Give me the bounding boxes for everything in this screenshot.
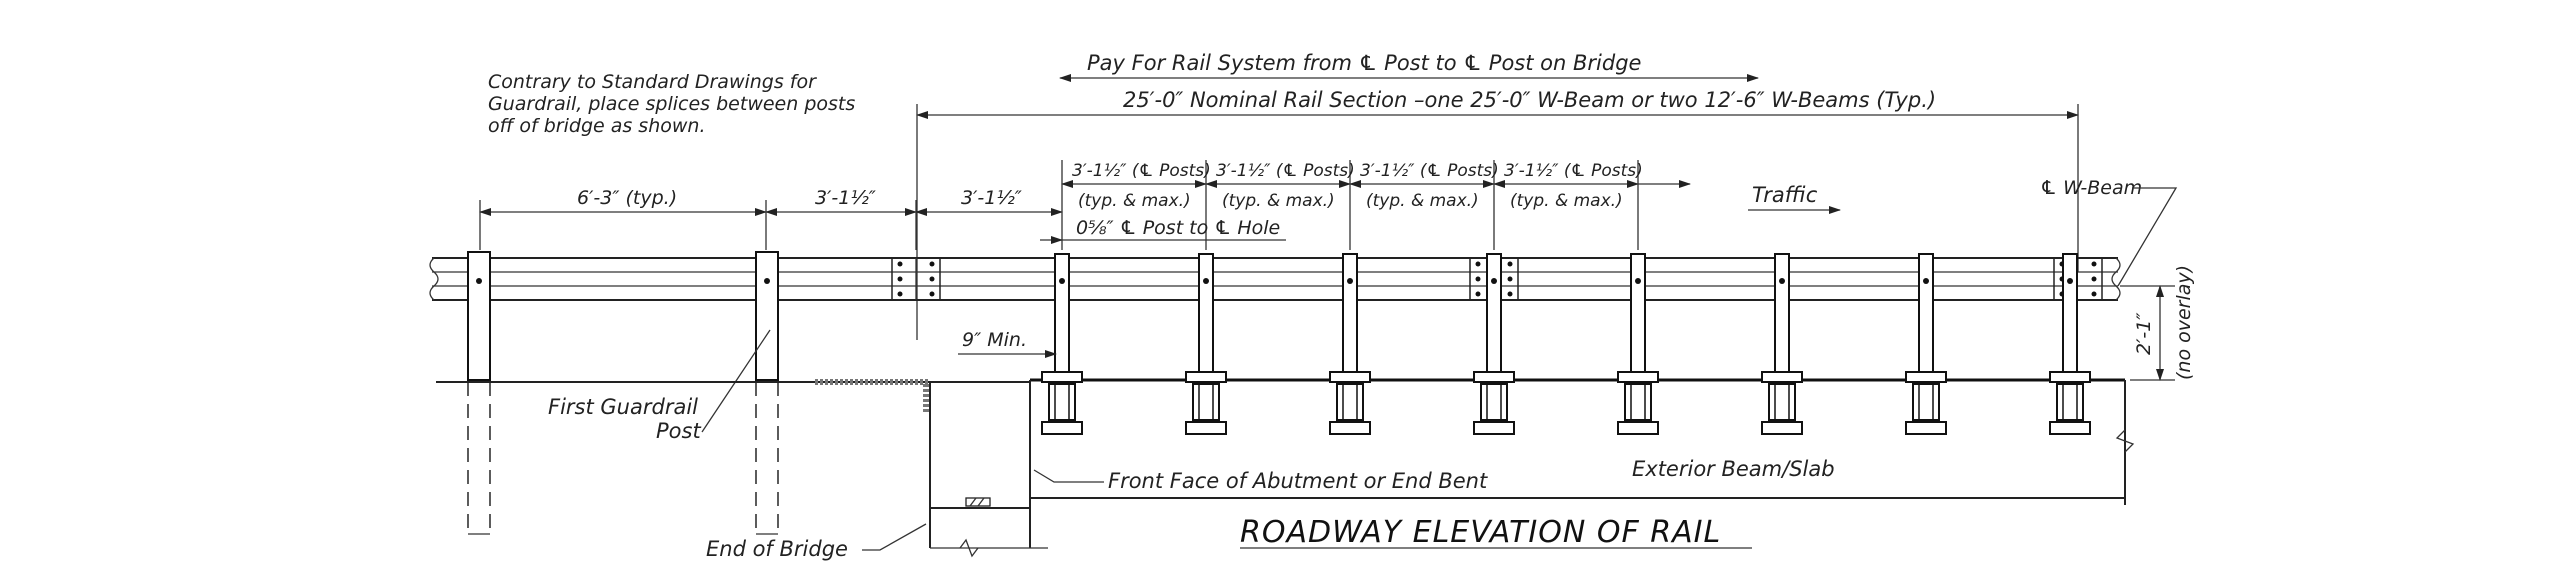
post-bolt	[1059, 278, 1065, 284]
anchor-block	[1048, 383, 1076, 421]
post-shaft	[1486, 253, 1502, 385]
post-shaft	[1774, 253, 1790, 385]
base-plate-top	[1905, 371, 1947, 383]
base-plate-top	[1185, 371, 1227, 383]
base-plate-bottom	[1617, 421, 1659, 435]
base-plate-top	[1761, 371, 1803, 383]
splice-note: Contrary to Standard Drawings for Guardr…	[488, 71, 855, 137]
min-edge-label: 9″ Min.	[962, 329, 1027, 351]
anchor-block	[2056, 383, 2084, 421]
end-of-bridge-callout: End of Bridge	[706, 523, 927, 561]
anchor-block	[1480, 383, 1508, 421]
w-beam-rail	[429, 257, 2121, 301]
cl-wbeam-label: ℄ W-Beam	[2040, 177, 2142, 199]
offset-2-label: 3′-1½″	[961, 187, 1022, 209]
bridge-spacing-1-line2: (typ. & max.)	[1078, 191, 1191, 211]
splice-note-line-1: Contrary to Standard Drawings for	[488, 71, 817, 93]
bridge-spacing-1-line1: 3′-1½″ (℄ Posts)	[1072, 161, 1211, 181]
bridge-post	[1905, 253, 1947, 435]
base-plate-bottom	[2049, 421, 2091, 435]
bridge-spacing-2-line2: (typ. & max.)	[1222, 191, 1335, 211]
end-of-bridge-label: End of Bridge	[706, 537, 848, 561]
post-shaft	[1198, 253, 1214, 385]
base-plate-bottom	[1329, 421, 1371, 435]
first-post-callout: First Guardrail Post	[548, 329, 771, 443]
post-shaft	[2062, 253, 2078, 385]
bridge-spacing-4-line1: 3′-1½″ (℄ Posts)	[1504, 161, 1643, 181]
bridge-post	[2049, 253, 2091, 435]
post-shaft	[1054, 253, 1070, 385]
offbridge-spacing-dimensions: 6′-3″ (typ.) 3′-1½″ 3′-1½″	[479, 187, 1063, 250]
base-plate-bottom	[1905, 421, 1947, 435]
post-bolt	[1635, 278, 1641, 284]
anchor-block	[1192, 383, 1220, 421]
no-overlay-label: (no overlay)	[2173, 265, 2195, 380]
bridge-spacing-4-line2: (typ. & max.)	[1510, 191, 1623, 211]
base-plate-bottom	[1473, 421, 1515, 435]
splice-note-line-2: Guardrail, place splices between posts	[488, 93, 855, 115]
nominal-rail-dimension: 25′-0″ Nominal Rail Section –one 25′-0″ …	[916, 88, 2079, 340]
anchor-block	[1768, 383, 1796, 421]
base-plate-top	[1473, 371, 1515, 383]
post-bolt	[1779, 278, 1785, 284]
anchor-block	[1624, 383, 1652, 421]
cl-wbeam-callout: ℄ W-Beam	[2040, 177, 2178, 287]
bridge-post	[1185, 253, 1227, 435]
pay-rail-label: Pay For Rail System from ℄ Post to ℄ Pos…	[1087, 51, 1641, 75]
anchor-block	[1912, 383, 1940, 421]
bridge-post	[1329, 253, 1371, 435]
base-plate-bottom	[1041, 421, 1083, 435]
min-edge-dimension: 9″ Min.	[958, 329, 1057, 358]
post-shaft	[1342, 253, 1358, 385]
post-to-hole-dimension: 0⅝″ ℄ Post to ℄ Hole	[1040, 217, 1286, 244]
base-plate-bottom	[1185, 421, 1227, 435]
abutment-label: Front Face of Abutment or End Bent	[1108, 469, 1488, 493]
drawing-title: ROADWAY ELEVATION OF RAIL	[1240, 515, 1752, 550]
post-shaft	[1630, 253, 1646, 385]
title-label: ROADWAY ELEVATION OF RAIL	[1240, 515, 1721, 550]
bridge-spacing-2-line1: 3′-1½″ (℄ Posts)	[1216, 161, 1355, 181]
first-post-label-2: Post	[656, 419, 701, 443]
pay-rail-dimension: Pay For Rail System from ℄ Post to ℄ Pos…	[1059, 51, 1759, 82]
bridge-spacing-3-line1: 3′-1½″ (℄ Posts)	[1360, 161, 1499, 181]
anchor-block	[1336, 383, 1364, 421]
base-plate-bottom	[1761, 421, 1803, 435]
bridge-spacing-3-line2: (typ. & max.)	[1366, 191, 1479, 211]
rail-height-dimension: 2′-1″ (no overlay)	[2120, 265, 2195, 381]
rail-height-label: 2′-1″	[2133, 313, 2155, 355]
base-plate-top	[2049, 371, 2091, 383]
abutment-callout: Front Face of Abutment or End Bent	[1033, 469, 1488, 493]
splice-note-line-3: off of bridge as shown.	[488, 115, 706, 137]
post-bolt	[1203, 278, 1209, 284]
bridge-posts	[1041, 253, 2091, 435]
bridge-post	[1041, 253, 1083, 435]
post-bolt	[1347, 278, 1353, 284]
nominal-rail-label: 25′-0″ Nominal Rail Section –one 25′-0″ …	[1123, 88, 1936, 112]
bridge-spacing-dimensions: 3′-1½″ (℄ Posts) (typ. & max.) 3′-1½″ (℄…	[1061, 160, 1691, 250]
base-plate-top	[1617, 371, 1659, 383]
bridge-post	[1617, 253, 1659, 435]
post-to-hole-label: 0⅝″ ℄ Post to ℄ Hole	[1076, 217, 1280, 239]
beam-slab-label: Exterior Beam/Slab	[1632, 457, 1835, 481]
offset-1-label: 3′-1½″	[815, 187, 876, 209]
post-spacing-typ-label: 6′-3″ (typ.)	[577, 187, 677, 209]
post-bolt	[1491, 278, 1497, 284]
traffic-label: Traffic	[1752, 183, 1818, 207]
guardrail-posts	[467, 251, 779, 535]
post-bolt	[1923, 278, 1929, 284]
post-bolt	[2067, 278, 2073, 284]
traffic-arrow: Traffic	[1748, 183, 1841, 214]
base-plate-top	[1041, 371, 1083, 383]
base-plate-top	[1329, 371, 1371, 383]
bridge-post	[1761, 253, 1803, 435]
first-post-label-1: First Guardrail	[548, 395, 698, 419]
post-shaft	[1918, 253, 1934, 385]
bridge-post	[1473, 253, 1515, 435]
